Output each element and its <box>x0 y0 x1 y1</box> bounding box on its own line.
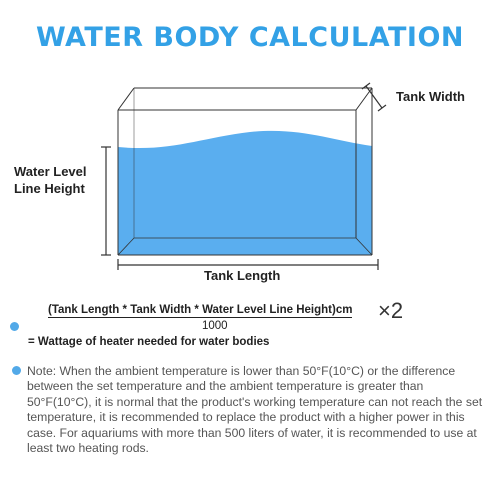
note-bullet <box>12 366 21 375</box>
water-level-label-line1: Water Level <box>14 164 87 179</box>
page-title: WATER BODY CALCULATION <box>35 22 465 53</box>
water-body <box>118 130 372 255</box>
formula-denominator: 1000 <box>202 320 228 332</box>
tank-width-dimension <box>365 85 383 109</box>
tank-right-top-edge <box>355 87 373 111</box>
formula-bullet <box>10 322 19 331</box>
tank-width-label: Tank Width <box>396 89 465 104</box>
note-text: Note: When the ambient temperature is lo… <box>27 364 483 456</box>
tank-diagram: Tank Width Water Level Line Height Tank … <box>14 82 465 283</box>
formula-result: = Wattage of heater needed for water bod… <box>28 336 270 348</box>
formula-multiplier: ×2 <box>378 298 404 323</box>
tank-left-edge <box>117 87 135 111</box>
tank-length-label: Tank Length <box>204 268 280 283</box>
water-level-label-line2: Line Height <box>14 181 85 196</box>
formula-numerator: (Tank Length * Tank Width * Water Level … <box>48 304 353 318</box>
